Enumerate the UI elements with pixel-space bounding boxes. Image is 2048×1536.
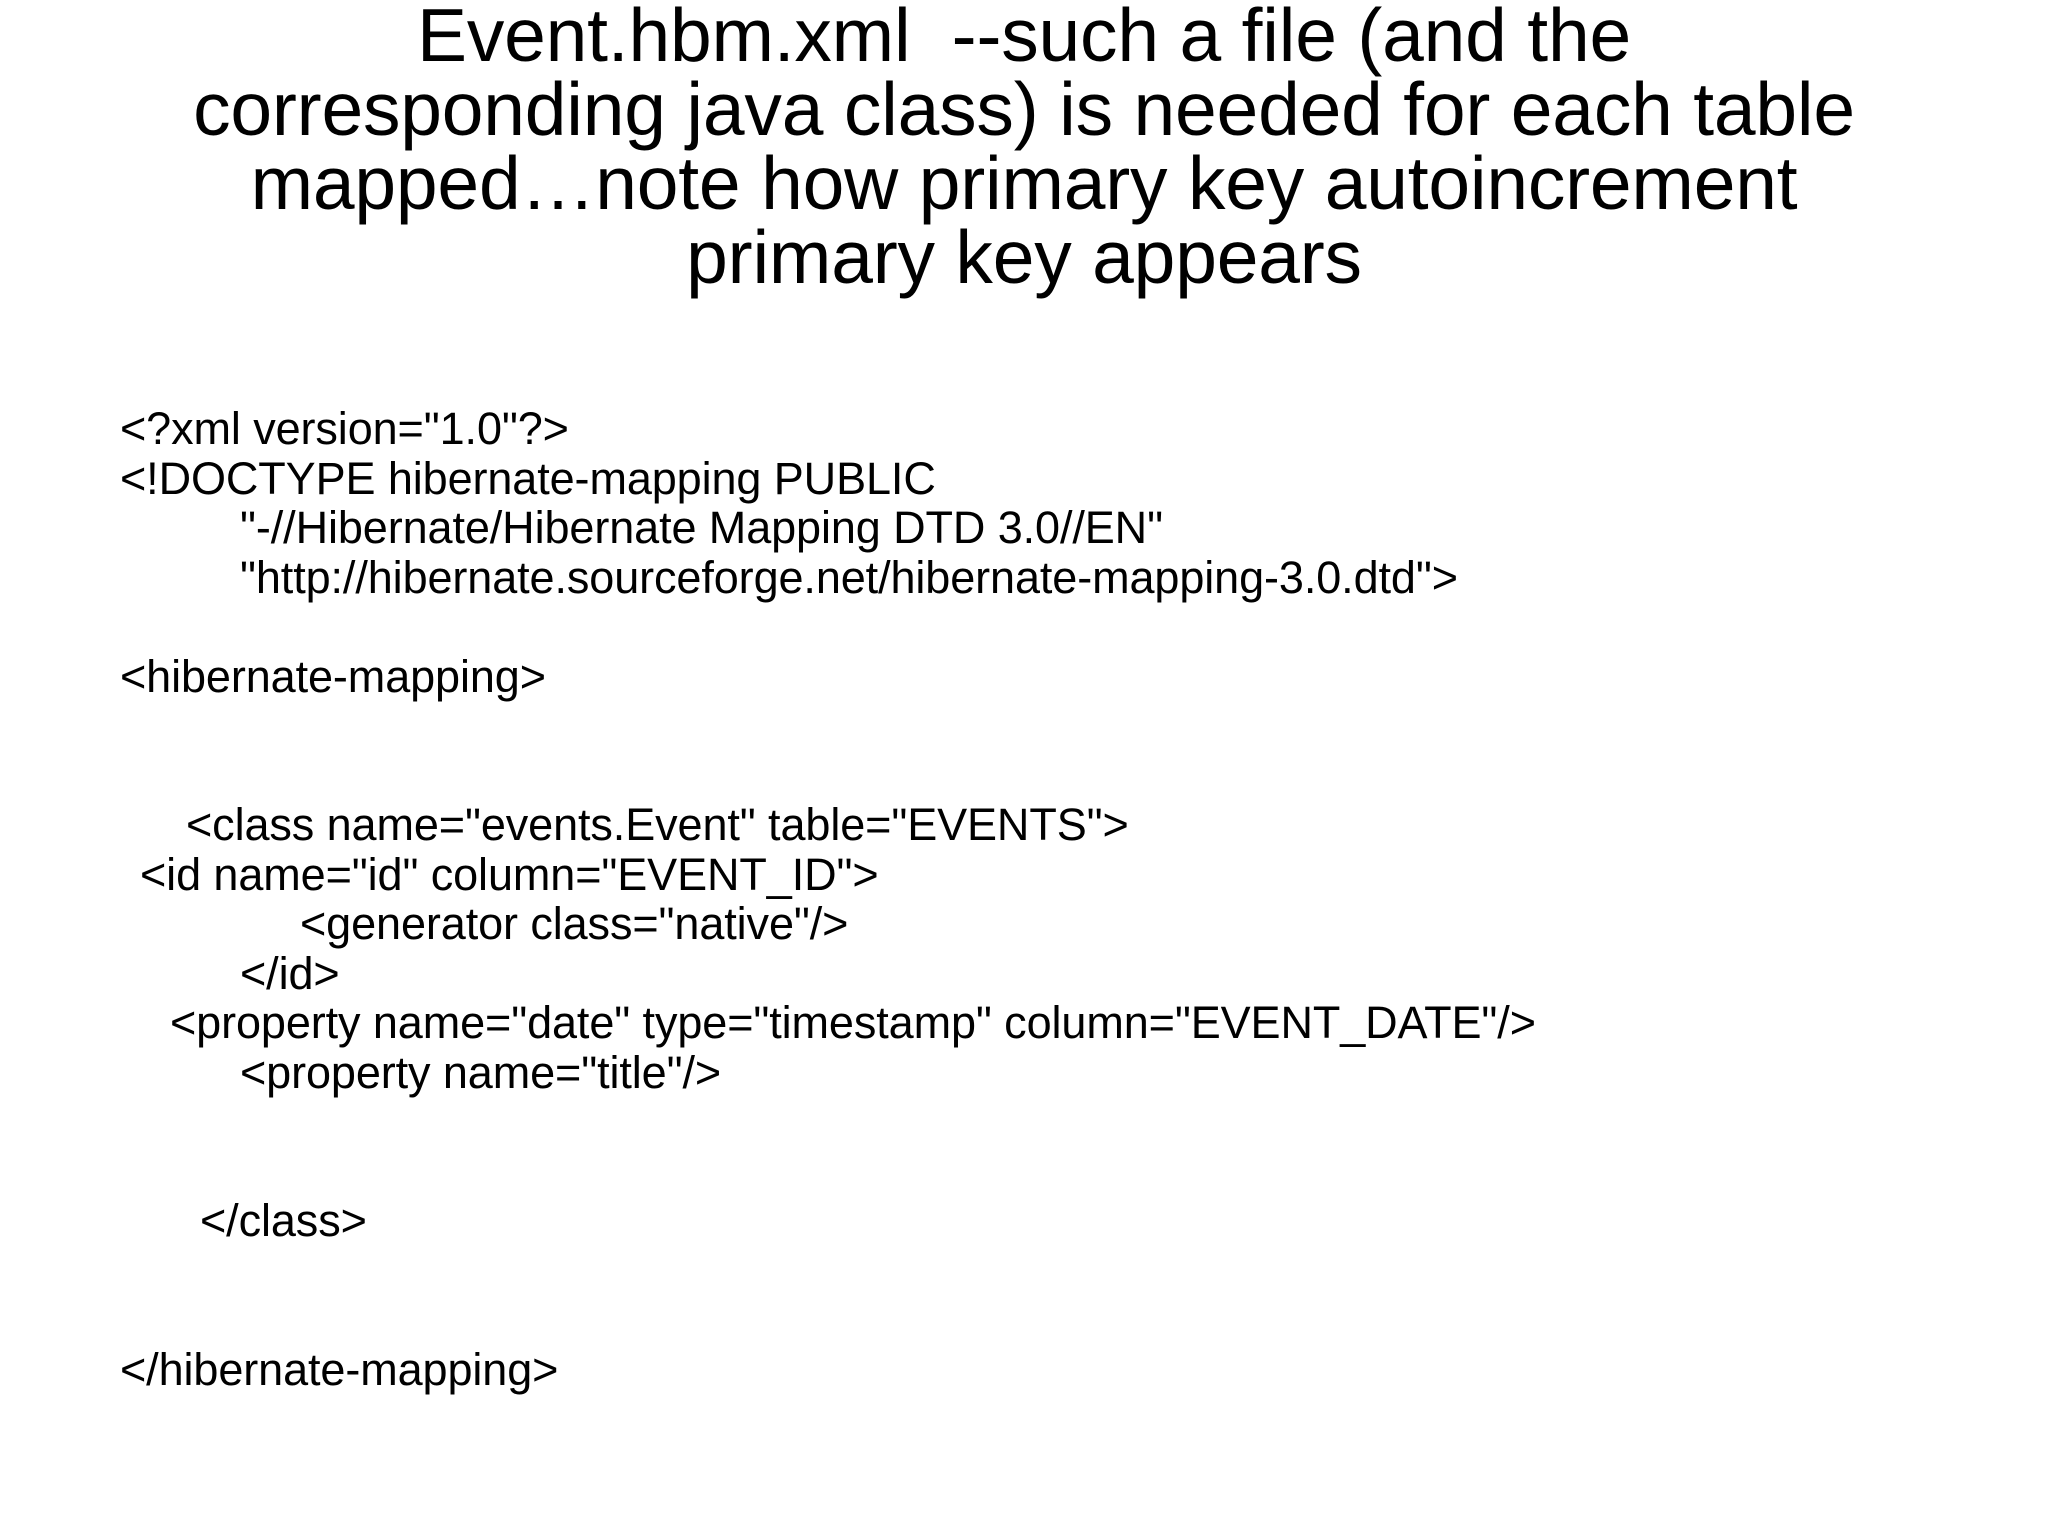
code-line-blank	[120, 751, 2000, 801]
code-line: <generator class="native"/>	[300, 898, 849, 949]
code-line: </hibernate-mapping>	[120, 1343, 559, 1395]
code-line: <hibernate-mapping>	[120, 650, 546, 702]
code-line: <property name="title"/>	[240, 1046, 722, 1098]
code-line-blank	[120, 1246, 2000, 1296]
title-line-2: corresponding java class) is needed for …	[193, 67, 1855, 151]
code-line: <class name="events.Event" table="EVENTS…	[186, 799, 1129, 850]
code-line-blank	[120, 1295, 2000, 1345]
code-line: <id name="id" column="EVENT_ID">	[140, 848, 879, 900]
code-line-blank	[120, 1147, 2000, 1197]
title-line-3: mapped…note how primary key autoincremen…	[250, 141, 1798, 225]
title-line-1: Event.hbm.xml --such a file (and the	[417, 0, 1631, 77]
title-line-4: primary key appears	[686, 215, 1362, 299]
code-line-blank	[120, 602, 2000, 652]
code-line: </id>	[240, 947, 340, 999]
code-line: </class>	[200, 1195, 367, 1246]
code-line: <!DOCTYPE hibernate-mapping PUBLIC	[120, 452, 936, 504]
code-line: "-//Hibernate/Hibernate Mapping DTD 3.0/…	[240, 502, 1163, 553]
xml-code-block: <?xml version="1.0"?><!DOCTYPE hibernate…	[120, 404, 2000, 1394]
code-line-blank	[120, 701, 2000, 751]
code-line: <property name="date" type="timestamp" c…	[170, 997, 1536, 1048]
code-line: "http://hibernate.sourceforge.net/hibern…	[240, 551, 1458, 603]
code-line: <?xml version="1.0"?>	[120, 403, 569, 454]
slide-title: Event.hbm.xml --such a file (and the cor…	[60, 0, 1988, 299]
code-line-blank	[120, 1097, 2000, 1147]
